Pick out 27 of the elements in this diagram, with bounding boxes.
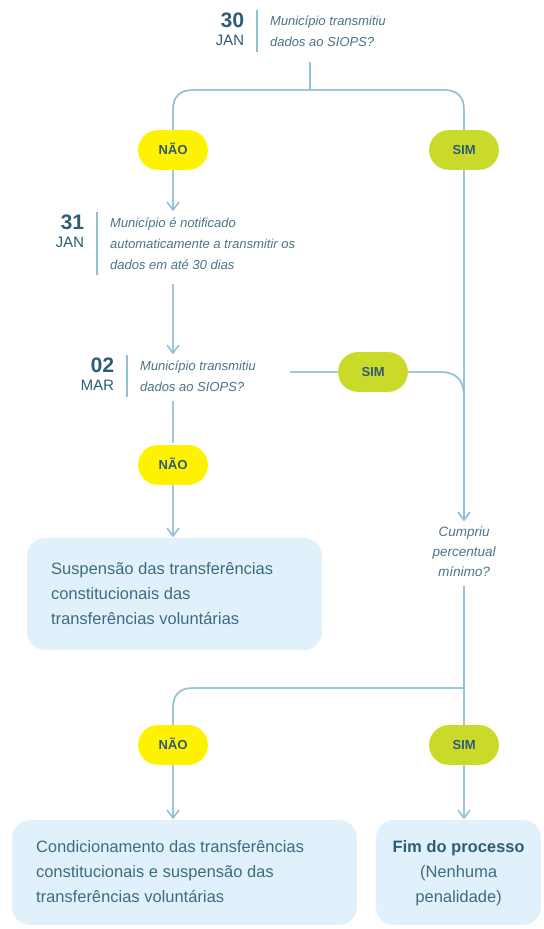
date-month: JAN [216,33,244,48]
connector-arrow [166,284,180,354]
connector-arrow [166,170,180,211]
date-month: JAN [56,235,84,250]
step-text: Município é notificado automaticamente a transmitir os dados em até 30 dias [96,212,312,275]
step-text: Município transmitiu dados ao SIOPS? [256,10,420,52]
connector-arrow [457,765,471,819]
outcome-box: Suspensão das transferências constitucionais das transferências voluntárias [27,538,322,650]
connector-arrow [408,371,471,521]
outcome-box: Condicionamento das transferências constitucionais e suspensão das transferências voluntárias [12,820,357,925]
answer-pill: SIM [429,130,499,170]
answer-pill: SIM [429,725,499,765]
step-text: Município transmitiu dados ao SIOPS? [126,355,290,397]
outcome-title: Fim do processo [392,837,525,858]
date-day: 30 [220,10,244,31]
answer-pill: NÃO [138,130,208,170]
connector-arrow [166,765,180,819]
outcome-note: (Nenhuma penalidade) [414,862,503,908]
date-month: MAR [80,378,114,393]
date-day: 02 [90,355,114,376]
outcome-card [376,820,541,925]
connector-arrow [166,485,180,537]
answer-pill: NÃO [138,445,208,485]
answer-pill: NÃO [138,725,208,765]
question-text: Cumpriu percentual mínimo? [409,522,519,586]
date-day: 31 [60,212,84,233]
answer-pill: SIM [338,352,408,392]
